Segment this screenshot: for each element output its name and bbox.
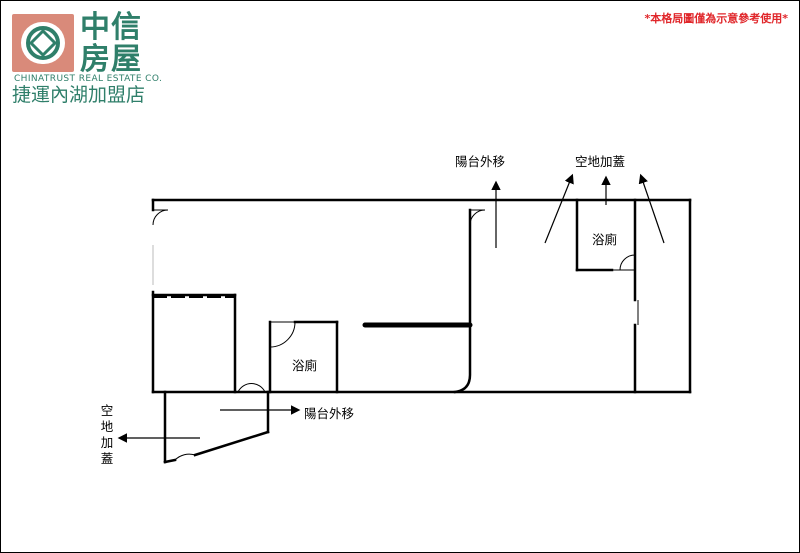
label-vacant-top: 空地加蓋 <box>575 154 626 169</box>
label-bath-right: 浴廁 <box>592 232 618 247</box>
door-arc <box>237 383 266 393</box>
door-arc <box>152 209 169 226</box>
branch-name: 捷運內湖加盟店 <box>12 84 146 106</box>
curved-partition <box>453 208 472 394</box>
door-arc <box>469 209 486 226</box>
label-balcony-top: 陽台外移 <box>455 154 506 169</box>
arrow-vacant-right <box>638 173 665 244</box>
door-arc <box>174 453 196 461</box>
logo-mark-icon <box>12 14 74 72</box>
arrow-vacant-left <box>544 173 574 244</box>
door-arc <box>269 321 296 348</box>
logo-brand-en: CHINATRUST REAL ESTATE CO. <box>14 74 163 84</box>
company-logo: 中信房屋 CHINATRUST REAL ESTATE CO. <box>12 12 162 104</box>
disclaimer-text: *本格局圖僅為示意參考使用* <box>644 12 788 25</box>
label-vacant-bottom: 空地加蓋 <box>100 403 114 466</box>
label-balcony-bottom: 陽台外移 <box>304 406 355 421</box>
logo-brand-cn: 中信房屋 <box>80 10 142 77</box>
label-bath-left: 浴廁 <box>292 358 318 373</box>
door-arc <box>612 254 636 271</box>
